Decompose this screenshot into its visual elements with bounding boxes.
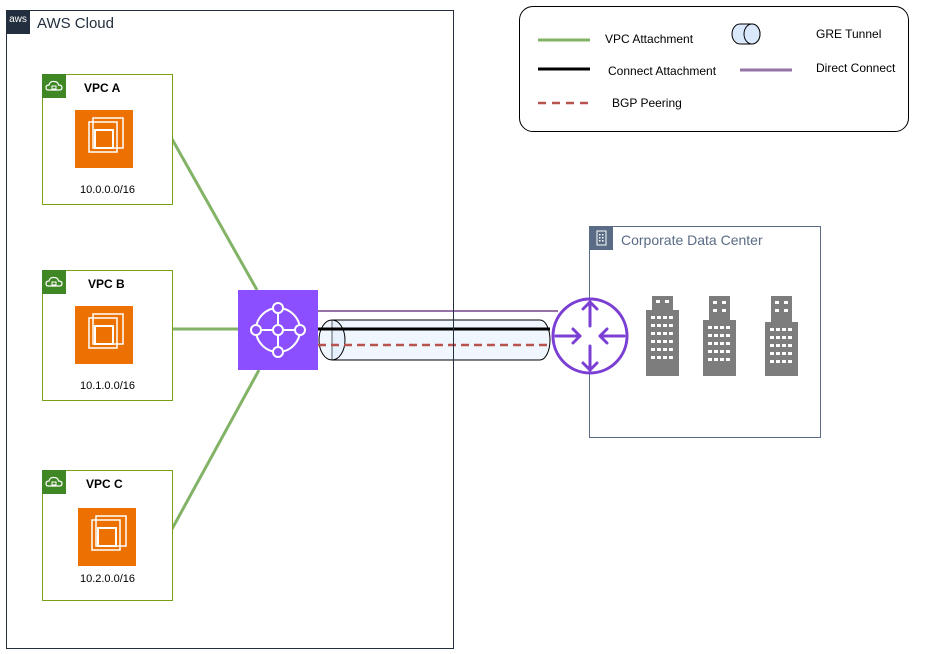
vpc-a-cidr: 10.0.0.0/16 xyxy=(79,184,136,196)
legend-direct-connect-label: Direct Connect xyxy=(816,61,896,75)
office-building-icon xyxy=(703,296,736,376)
corporate-data-center-title: Corporate Data Center xyxy=(621,232,763,248)
vpc-c-title: VPC C xyxy=(86,477,123,491)
ec2-instance-icon xyxy=(75,306,133,364)
aws-logo-icon: aws xyxy=(6,10,30,34)
office-building-icon xyxy=(646,296,679,376)
vpc-c-attachment-line xyxy=(170,369,261,530)
vpc-cloud-lock-icon xyxy=(42,270,66,294)
vpc-cloud-lock-icon xyxy=(42,470,66,494)
vpc-a-attachment-line xyxy=(170,138,259,291)
office-building-icon xyxy=(765,296,798,376)
legend-bgp-peering-label: BGP Peering xyxy=(612,96,682,110)
legend-vpc-attachment-label: VPC Attachment xyxy=(605,32,694,46)
aws-cloud-group xyxy=(6,10,454,649)
legend-gre-tunnel-swatch xyxy=(731,23,761,45)
aws-cloud-title: AWS Cloud xyxy=(37,15,114,32)
vpc-cloud-lock-icon xyxy=(42,74,66,98)
legend xyxy=(519,6,909,132)
vpc-a-title: VPC A xyxy=(84,81,121,95)
legend-swatches xyxy=(538,23,792,105)
legend-connect-attachment-label: Connect Attachment xyxy=(608,64,717,78)
ec2-instance-icon xyxy=(75,110,133,168)
vpc-c-cidr: 10.2.0.0/16 xyxy=(79,573,136,585)
legend-gre-tunnel-label: GRE Tunnel xyxy=(816,27,882,41)
vpc-b-cidr: 10.1.0.0/16 xyxy=(79,380,136,392)
router-icon[interactable] xyxy=(550,296,630,376)
vpc-b-title: VPC B xyxy=(88,277,125,291)
ec2-instance-icon xyxy=(78,508,136,566)
transit-gateway-icon[interactable] xyxy=(238,290,318,370)
corporate-building-icon xyxy=(589,226,613,250)
